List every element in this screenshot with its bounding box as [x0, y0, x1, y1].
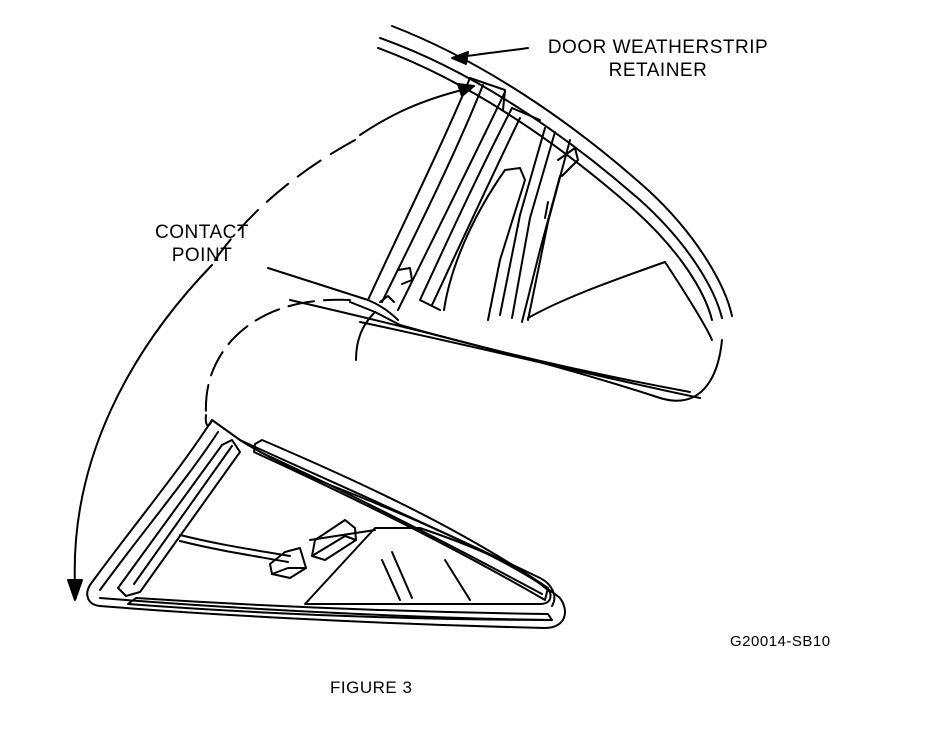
contact-point-label-line1: CONTACT — [155, 222, 249, 243]
leader-arrows — [68, 48, 528, 600]
door-weatherstrip-retainer-label: DOOR WEATHERSTRIP RETAINER — [528, 36, 788, 82]
door-weatherstrip-label-line2: RETAINER — [608, 60, 708, 81]
figure-caption: FIGURE 3 — [330, 678, 413, 697]
door-weatherstrip-label-line1: DOOR WEATHERSTRIP — [547, 37, 769, 58]
contact-point-label: CONTACT POINT — [132, 221, 272, 267]
upper-door-frame — [268, 26, 732, 401]
contact-point-label-line2: POINT — [171, 245, 233, 266]
lower-window-panel — [87, 415, 565, 628]
drawing-code: G20014-SB10 — [730, 633, 831, 650]
